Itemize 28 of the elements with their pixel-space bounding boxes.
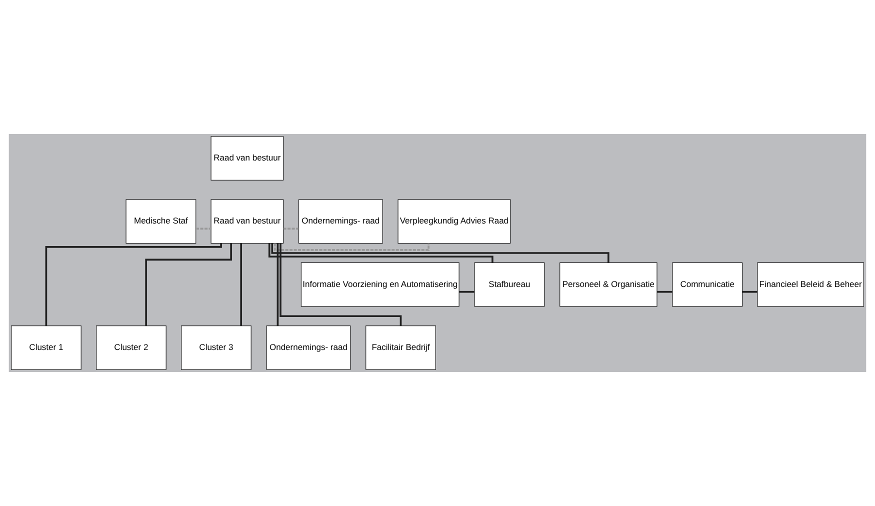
connector [459,290,474,293]
node-box: Raad van bestuur [210,199,284,244]
node-box: Stafbureau [474,262,545,307]
node-box: Ondernemings- raad [266,326,351,370]
connector [657,290,672,293]
node-box: Cluster 2 [96,326,166,370]
connector [283,228,299,230]
node-box: Cluster 3 [180,326,252,370]
connector [274,243,430,251]
node-box: Medische Staf [126,199,196,244]
node-box: Cluster 1 [10,326,82,370]
node-box: Personeel & Organisatie [560,262,658,307]
connector [742,290,758,293]
node-box: Raad van bestuur [210,136,284,180]
node-box: Communicatie [672,262,743,307]
connector [276,243,279,326]
connector [268,243,494,263]
node-box: Financieel Beleid & Beheer [757,262,864,307]
node-box: Ondernemings- raad [298,199,383,244]
connector [45,243,222,326]
connector [240,243,242,326]
connector [196,228,211,230]
node-box: Verpleegkundig Advies Raad [398,199,511,244]
connector [280,243,402,326]
connector [145,243,232,326]
connector [271,243,610,263]
node-box: Facilitair Bedrijf [366,326,436,370]
node-box: Informatie Voorziening en Automatisering [300,262,460,307]
